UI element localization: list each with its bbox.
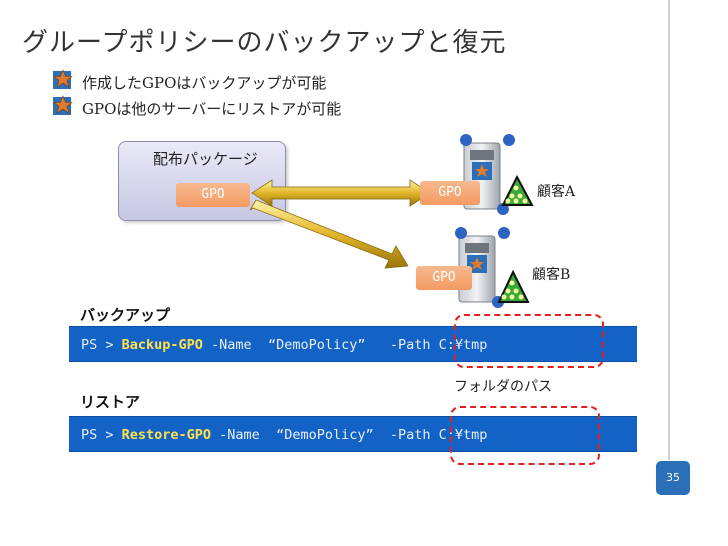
restore-path-highlight: [450, 406, 600, 465]
restore-cmdlet: Restore-GPO: [121, 427, 212, 443]
restore-arguments: -Name “DemoPolicy” -Path C:¥tmp: [211, 427, 488, 443]
customer-a-triangle-icon: [501, 174, 534, 206]
bullet-text: 作成したGPOはバックアップが可能: [82, 74, 327, 92]
backup-arguments: -Name “DemoPolicy” -Path C:¥tmp: [202, 337, 488, 353]
slide-title: グループポリシーのバックアップと復元: [22, 28, 507, 58]
ps-prompt: PS >: [81, 337, 122, 353]
backup-command-bar: PS > Backup-GPO -Name “DemoPolicy” -Path…: [69, 326, 637, 362]
backup-path-highlight: [454, 314, 604, 368]
page-number: 35: [656, 461, 690, 495]
restore-command-bar: PS > Restore-GPO -Name “DemoPolicy” -Pat…: [69, 416, 637, 452]
server-b-gpo-pill: GPO: [416, 266, 472, 290]
package-gpo-pill: GPO: [176, 183, 250, 207]
customer-b-triangle-icon: [497, 269, 530, 303]
star-bullet-icon: [53, 95, 73, 115]
double-arrow-icon: [251, 179, 431, 207]
restore-heading: リストア: [80, 393, 141, 411]
ps-prompt: PS >: [81, 427, 122, 443]
customer-b-label: 顧客B: [532, 267, 571, 283]
customer-a-label: 顧客A: [537, 184, 576, 200]
package-label: 配布パッケージ: [153, 150, 258, 168]
folder-path-note: フォルダのパス: [454, 379, 552, 395]
diagonal-arrow-icon: [249, 199, 409, 269]
server-a-gpo-pill: GPO: [420, 181, 480, 205]
slide-decoration-line: [668, 0, 670, 460]
star-bullet-icon: [53, 69, 73, 89]
backup-cmdlet: Backup-GPO: [121, 337, 203, 353]
backup-heading: バックアップ: [80, 306, 171, 324]
bullet-text: GPOは他のサーバーにリストアが可能: [82, 100, 342, 118]
